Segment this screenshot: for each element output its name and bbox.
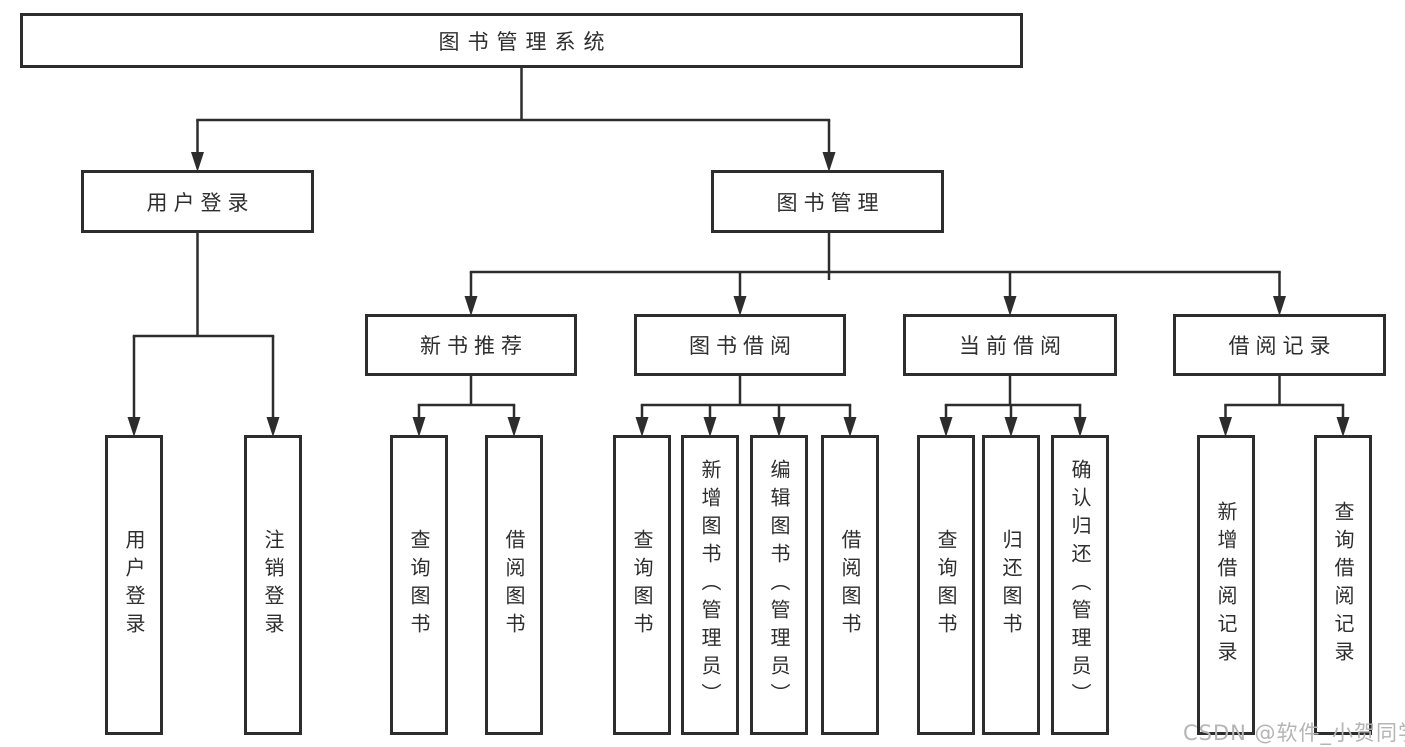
- arrowhead-down-icon: [1273, 296, 1286, 316]
- arrowhead-down-icon: [1073, 417, 1087, 437]
- node-label: 查询图书: [407, 529, 431, 641]
- arrowhead-down-icon: [412, 417, 426, 437]
- node-leaf-cur-return: 归还图书: [982, 435, 1040, 735]
- connector-c-rec: [412, 376, 521, 437]
- node-label: 用户登录: [122, 529, 146, 641]
- arrowhead-down-icon: [1003, 296, 1017, 316]
- node-new-book-rec: 新书推荐: [365, 314, 577, 376]
- node-leaf-rec-borrow: 借阅图书: [485, 435, 543, 735]
- node-leaf-bor-query: 查询图书: [613, 435, 671, 735]
- arrowhead-down-icon: [772, 417, 786, 437]
- node-label: 用户登录: [146, 190, 255, 215]
- connector-c-borrow: [635, 376, 857, 437]
- node-root: 图书管理系统: [20, 13, 1023, 68]
- node-leaf-bor-add: 新增图书（管理员）: [681, 435, 739, 735]
- node-leaf-cur-confirm: 确认归还（管理员）: [1051, 435, 1109, 735]
- node-label: 图书借阅: [689, 334, 797, 358]
- node-label: 查询图书: [630, 529, 654, 641]
- arrowhead-down-icon: [191, 152, 204, 172]
- node-leaf-rec-query2: 查询借阅记录: [1314, 435, 1372, 735]
- node-leaf-logout: 注销登录: [244, 435, 302, 735]
- node-label: 查询借阅记录: [1331, 501, 1355, 669]
- node-label: 归还图书: [999, 529, 1023, 641]
- connector-c-current: [939, 376, 1087, 437]
- node-leaf-rec-query: 查询图书: [390, 435, 448, 735]
- arrowhead-down-icon: [266, 417, 280, 437]
- node-label: 编辑图书（管理员）: [767, 459, 791, 711]
- node-leaf-cur-query: 查询图书: [917, 435, 975, 735]
- connector-c-mgmt: [464, 233, 1286, 316]
- node-leaf-user-login: 用户登录: [105, 435, 163, 735]
- node-user-login: 用户登录: [81, 170, 314, 233]
- node-leaf-bor-edit: 编辑图书（管理员）: [750, 435, 808, 735]
- node-book-borrow: 图书借阅: [634, 314, 846, 376]
- arrowhead-down-icon: [822, 152, 836, 172]
- arrowhead-down-icon: [1336, 417, 1350, 437]
- node-label: 新增借阅记录: [1214, 501, 1238, 669]
- arrowhead-down-icon: [843, 417, 857, 437]
- node-leaf-rec-add: 新增借阅记录: [1197, 435, 1255, 735]
- node-borrow-record: 借阅记录: [1173, 314, 1386, 376]
- node-label: 借阅记录: [1228, 334, 1337, 358]
- arrowhead-down-icon: [464, 296, 478, 316]
- arrowhead-down-icon: [939, 417, 953, 437]
- arrowhead-down-icon: [733, 296, 747, 316]
- node-label: 借阅图书: [838, 529, 862, 641]
- node-book-mgmt: 图书管理: [711, 170, 944, 233]
- node-label: 注销登录: [261, 529, 285, 641]
- node-label: 新书推荐: [420, 334, 528, 358]
- node-label: 当前借阅: [959, 334, 1067, 358]
- watermark-text: CSDN @软件_小贺同学: [1183, 721, 1405, 745]
- node-label: 查询图书: [934, 529, 958, 641]
- arrowhead-down-icon: [127, 417, 141, 437]
- node-label: 新增图书（管理员）: [698, 459, 722, 711]
- arrowhead-down-icon: [703, 417, 717, 437]
- connector-c-login: [127, 233, 280, 437]
- node-label: 图书管理系统: [438, 29, 613, 54]
- arrowhead-down-icon: [1004, 417, 1018, 437]
- node-current-borrow: 当前借阅: [903, 314, 1117, 376]
- node-label: 图书管理: [776, 190, 885, 215]
- node-leaf-bor-borrow: 借阅图书: [821, 435, 879, 735]
- arrowhead-down-icon: [1219, 417, 1232, 437]
- arrowhead-down-icon: [635, 417, 649, 437]
- node-label: 借阅图书: [502, 529, 526, 641]
- node-label: 确认归还（管理员）: [1068, 459, 1092, 711]
- arrowhead-down-icon: [507, 417, 521, 437]
- connector-c-root: [191, 68, 836, 172]
- connector-c-record: [1219, 376, 1350, 437]
